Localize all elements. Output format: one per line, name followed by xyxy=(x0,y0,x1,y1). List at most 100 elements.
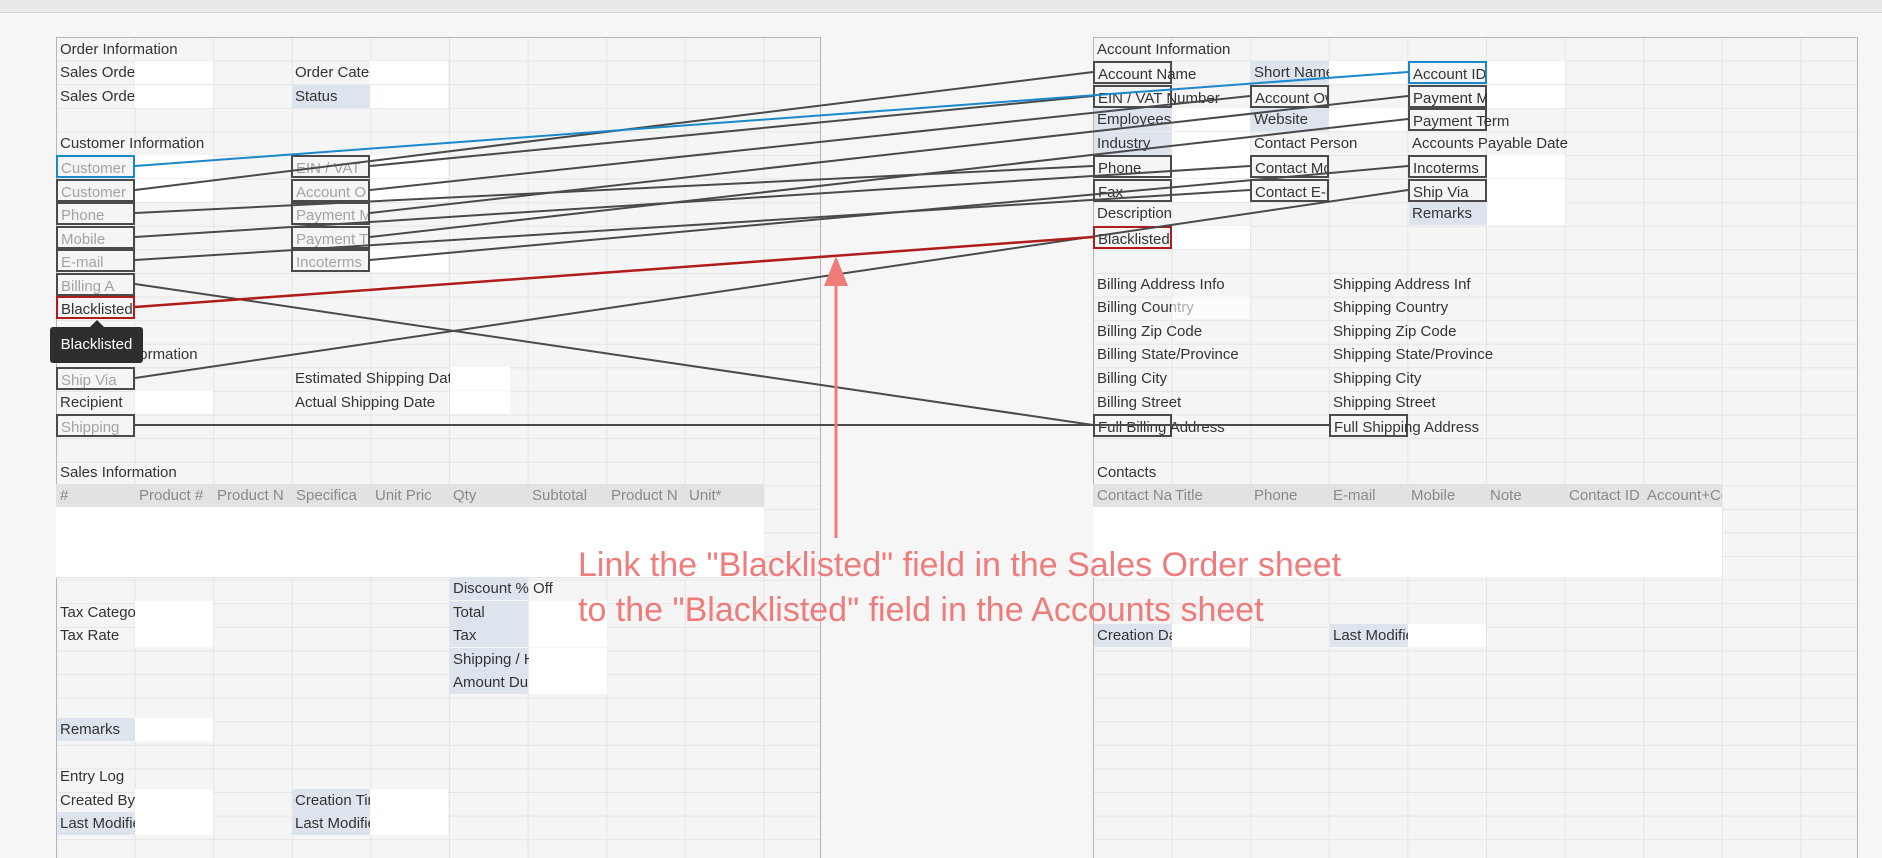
col-product-no[interactable]: Product # xyxy=(136,484,214,507)
tax-category-value[interactable] xyxy=(135,601,213,624)
remarks-account-value[interactable] xyxy=(1487,202,1565,225)
sales-order-no-value[interactable] xyxy=(135,61,213,84)
shipping-street-label[interactable]: Shipping Street xyxy=(1333,394,1436,411)
account-name-field[interactable]: Account Name xyxy=(1093,61,1196,84)
account-id-field[interactable]: Account ID xyxy=(1408,61,1487,84)
creation-time-value[interactable] xyxy=(370,789,448,812)
contact-mobile-field[interactable]: Contact Mobile xyxy=(1250,155,1329,178)
order-category-value[interactable] xyxy=(370,61,448,84)
remarks-value[interactable] xyxy=(135,718,213,741)
col-specification[interactable]: Specifica xyxy=(293,484,371,507)
full-billing-address-field[interactable]: Full Billing Address xyxy=(1093,414,1225,437)
col-product-name[interactable]: Product N xyxy=(214,484,292,507)
customer-value-2[interactable] xyxy=(135,179,213,202)
creation-time-label[interactable]: Creation Time xyxy=(292,789,388,812)
phone-account-field[interactable]: Phone xyxy=(1093,155,1172,178)
last-modified-time-label[interactable]: Last Modified Time xyxy=(292,812,421,835)
shipping-country-label[interactable]: Shipping Country xyxy=(1333,299,1449,316)
customer-value-1[interactable] xyxy=(135,155,213,178)
account-owner-field[interactable]: Account O xyxy=(291,179,370,202)
order-category-label[interactable]: Order Category xyxy=(295,64,370,81)
account-owner-value[interactable] xyxy=(370,179,448,202)
est-ship-date-value[interactable] xyxy=(450,367,510,390)
shipping-handling-label[interactable]: Shipping / Handling xyxy=(450,648,583,671)
col-unit-price[interactable]: Unit Pric xyxy=(372,484,450,507)
col-product-note[interactable]: Product N xyxy=(608,484,686,507)
amount-due-label[interactable]: Amount Due xyxy=(450,671,528,694)
last-modified-time-value[interactable] xyxy=(370,812,448,835)
contact-col-title[interactable]: Title xyxy=(1172,484,1250,507)
payment-term-account-field[interactable]: Payment Term xyxy=(1408,108,1509,131)
contact-col-mobile[interactable]: Mobile xyxy=(1408,484,1486,507)
contact-col-phone[interactable]: Phone xyxy=(1251,484,1329,507)
incoterms-field[interactable]: Incoterms xyxy=(291,249,370,272)
employees-value[interactable] xyxy=(1172,108,1250,131)
blacklisted-field[interactable]: Blacklisted xyxy=(56,296,135,319)
incoterms-value[interactable] xyxy=(370,249,448,272)
incoterms-account-field[interactable]: Incoterms xyxy=(1408,155,1487,178)
shipping-state-label[interactable]: Shipping State/Province xyxy=(1333,346,1494,363)
remarks-account-label[interactable]: Remarks xyxy=(1409,202,1487,225)
full-shipping-address-field[interactable]: Full Shipping Address xyxy=(1329,414,1479,437)
sales-order-no-label[interactable]: Sales Order # xyxy=(60,64,135,81)
last-modified-date-label[interactable]: Last Modified Date xyxy=(1330,624,1458,647)
creation-date-value[interactable] xyxy=(1172,624,1250,647)
short-name-value[interactable] xyxy=(1329,61,1407,84)
shipping-field[interactable]: Shipping xyxy=(56,414,135,437)
website-label[interactable]: Website xyxy=(1251,108,1329,131)
contacts-table-body[interactable] xyxy=(1093,507,1722,577)
last-modified-date-value[interactable] xyxy=(1408,624,1486,647)
contact-col-note[interactable]: Note xyxy=(1487,484,1565,507)
act-ship-date-value[interactable] xyxy=(450,391,510,414)
amount-due-value[interactable] xyxy=(529,671,607,694)
fax-value[interactable] xyxy=(1172,179,1250,202)
contact-col-name[interactable]: Contact Na xyxy=(1094,484,1172,507)
status-value[interactable] xyxy=(370,85,448,108)
status-label[interactable]: Status xyxy=(292,85,370,108)
description-label[interactable]: Description xyxy=(1097,205,1173,222)
ship-via-account-value[interactable] xyxy=(1487,179,1565,202)
sales-order-date-value[interactable] xyxy=(135,85,213,108)
billing-zip-label[interactable]: Billing Zip Code xyxy=(1097,323,1203,340)
website-value[interactable] xyxy=(1329,108,1407,131)
industry-label[interactable]: Industry xyxy=(1094,132,1172,155)
contact-person-label[interactable]: Contact Person xyxy=(1254,135,1358,152)
created-by-label[interactable]: Created By xyxy=(60,792,135,809)
phone-account-value[interactable] xyxy=(1172,155,1250,178)
billing-address-field[interactable]: Billing A xyxy=(56,273,135,296)
payment-method-value[interactable] xyxy=(1487,85,1565,108)
phone-field[interactable]: Phone xyxy=(56,202,135,225)
tax-category-label[interactable]: Tax Category xyxy=(60,604,149,621)
billing-city-label[interactable]: Billing City xyxy=(1097,370,1168,387)
remarks-label[interactable]: Remarks xyxy=(57,718,135,741)
shipping-city-label[interactable]: Shipping City xyxy=(1333,370,1422,387)
blacklisted-account-field[interactable]: Blacklisted xyxy=(1093,226,1172,249)
last-modified-by-value[interactable] xyxy=(135,812,213,835)
col-unit[interactable]: Unit* xyxy=(686,484,764,507)
billing-street-label[interactable]: Billing Street xyxy=(1097,394,1182,411)
billing-country-value[interactable] xyxy=(1172,296,1250,319)
blacklisted-account-value[interactable] xyxy=(1172,226,1250,249)
customer-field-2[interactable]: Customer xyxy=(56,179,135,202)
total-value[interactable] xyxy=(529,601,607,624)
tax-rate-label[interactable]: Tax Rate xyxy=(60,627,120,644)
incoterms-account-value[interactable] xyxy=(1487,155,1565,178)
shipping-handling-value[interactable] xyxy=(529,648,607,671)
account-id-value[interactable] xyxy=(1487,61,1565,84)
account-owner-account-field[interactable]: Account Owner xyxy=(1250,85,1329,108)
col-number[interactable]: # xyxy=(57,484,135,507)
fax-field[interactable]: Fax xyxy=(1093,179,1172,202)
ein-vat-number-field[interactable]: EIN / VAT Number xyxy=(1093,85,1220,108)
recipient-value[interactable] xyxy=(135,391,213,414)
contact-col-id[interactable]: Contact ID xyxy=(1566,484,1644,507)
tax-label[interactable]: Tax xyxy=(450,624,528,647)
employees-label[interactable]: Employees xyxy=(1094,108,1172,131)
col-qty[interactable]: Qty xyxy=(450,484,528,507)
payment-method-account-field[interactable]: Payment Method xyxy=(1408,85,1526,108)
industry-value[interactable] xyxy=(1172,132,1250,155)
contact-email-field[interactable]: Contact E-mail xyxy=(1250,179,1329,202)
contact-col-account[interactable]: Account+Co xyxy=(1644,484,1722,507)
discount-label[interactable]: Discount % Off xyxy=(450,577,553,600)
short-name-label[interactable]: Short Name xyxy=(1251,61,1329,84)
billing-state-label[interactable]: Billing State/Province xyxy=(1097,346,1239,363)
